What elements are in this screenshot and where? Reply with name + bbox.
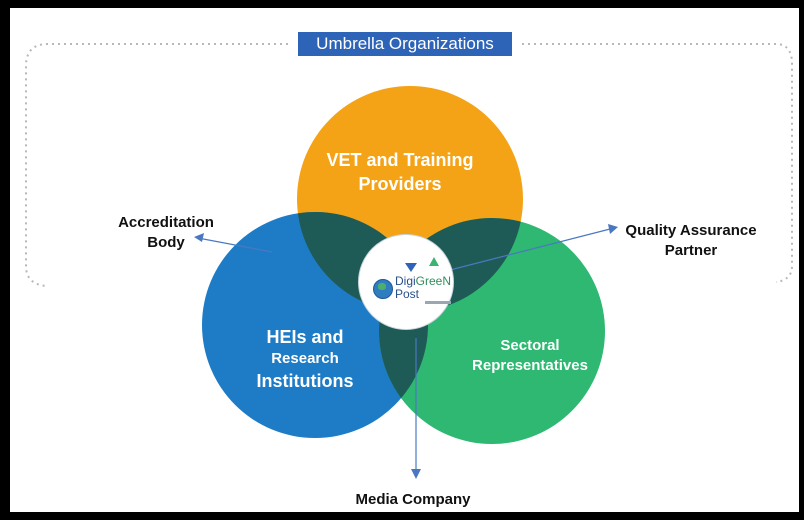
diagram-frame: Umbrella Organizations VET and Training … bbox=[10, 8, 799, 512]
label-quality-line1: Quality Assurance bbox=[625, 222, 757, 239]
label-accreditation-body: Accreditation Body bbox=[96, 213, 236, 253]
arrowhead-media bbox=[411, 469, 421, 479]
label-accreditation-line1: Accreditation bbox=[118, 214, 214, 231]
arrowhead-accreditation bbox=[194, 233, 204, 242]
label-quality-line2: Partner bbox=[664, 242, 718, 259]
label-hei-line2: Research bbox=[271, 350, 339, 367]
arrow-quality bbox=[449, 227, 615, 271]
logo-tagline bbox=[425, 301, 451, 304]
logo-arrow-icon bbox=[405, 263, 417, 272]
globe-icon bbox=[373, 279, 393, 299]
label-vet-providers: VET and Training Providers bbox=[320, 148, 480, 196]
logo-triangle-icon bbox=[429, 257, 439, 266]
label-vet-line2: Providers bbox=[358, 174, 442, 194]
arrow-accreditation bbox=[197, 237, 273, 253]
umbrella-title: Umbrella Organizations bbox=[298, 32, 512, 56]
label-hei: HEIs and Research Institutions bbox=[240, 326, 370, 392]
label-hei-line1: HEIs and bbox=[266, 327, 344, 347]
arrowhead-quality bbox=[608, 224, 618, 234]
umbrella-bracket bbox=[25, 43, 793, 287]
label-vet-line1: VET and Training bbox=[326, 150, 474, 170]
label-accreditation-line2: Body bbox=[147, 234, 185, 251]
logo-text-digi: Digi bbox=[395, 274, 416, 288]
logo-text: DigiGreeN Post bbox=[395, 275, 451, 301]
digigreen-logo: DigiGreeN Post bbox=[358, 234, 454, 330]
label-hei-line3: Institutions bbox=[256, 371, 354, 391]
label-media-company: Media Company bbox=[355, 491, 471, 508]
logo-text-green: GreeN bbox=[415, 274, 452, 288]
label-quality-assurance: Quality Assurance Partner bbox=[606, 221, 776, 261]
label-sectoral-line1: Sectoral bbox=[500, 337, 560, 354]
label-sectoral: Sectoral Representatives bbox=[450, 336, 610, 376]
logo-text-post: Post bbox=[395, 287, 420, 301]
label-sectoral-line2: Representatives bbox=[472, 357, 588, 374]
